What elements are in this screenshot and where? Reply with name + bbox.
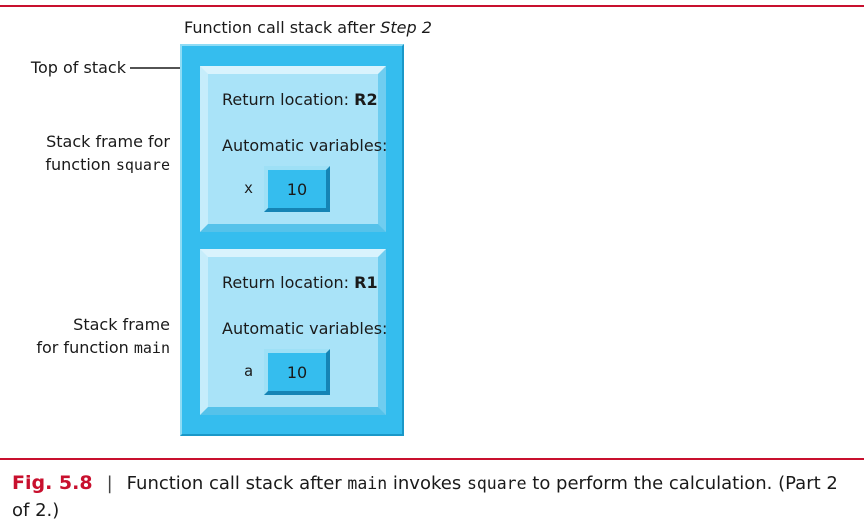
- frame-label-square-line2: function square: [45, 155, 170, 174]
- function-name-main: main: [133, 339, 170, 357]
- return-location: Return location: R2: [222, 90, 378, 109]
- frame-label-main: Stack frame for function main: [20, 313, 170, 360]
- diagram-title: Function call stack after Step 2: [184, 18, 432, 37]
- frame-label-main-line1: Stack frame: [73, 315, 170, 334]
- top-rule: [0, 5, 864, 7]
- caption-separator: |: [106, 473, 113, 494]
- return-value: R2: [354, 90, 378, 109]
- caption-rule: [0, 458, 864, 460]
- automatic-variables-label: Automatic variables:: [222, 136, 388, 155]
- return-value: R1: [354, 273, 378, 292]
- stack-frame-main: Return location: R1 Automatic variables:…: [200, 249, 388, 415]
- caption-code-main: main: [347, 474, 388, 493]
- frame-label-square: Stack frame for function square: [20, 130, 170, 177]
- variable-name-a: a: [244, 362, 254, 380]
- frame-label-square-line1: Stack frame for: [46, 132, 170, 151]
- top-of-stack-label: Top of stack: [30, 58, 126, 77]
- figure-number: Fig. 5.8: [12, 472, 93, 494]
- variable-value-box-a: 10: [264, 349, 330, 395]
- frame-label-main-line2: for function main: [36, 338, 170, 357]
- stack-frame-square: Return location: R2 Automatic variables:…: [200, 66, 388, 232]
- variable-value-box-x: 10: [264, 166, 330, 212]
- diagram-title-step: Step 2: [380, 18, 432, 37]
- call-stack: Return location: R2 Automatic variables:…: [180, 44, 404, 436]
- automatic-variables-label: Automatic variables:: [222, 319, 388, 338]
- return-location: Return location: R1: [222, 273, 378, 292]
- figure-caption: Fig. 5.8|Function call stack after main …: [12, 472, 838, 521]
- variable-name-x: x: [244, 179, 254, 197]
- function-name-square: square: [115, 156, 170, 174]
- caption-code-square: square: [466, 474, 527, 493]
